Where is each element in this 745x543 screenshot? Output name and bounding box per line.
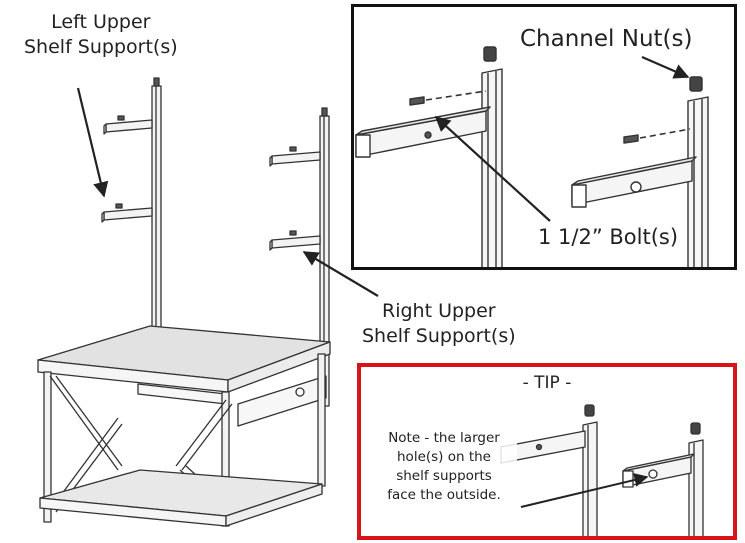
hardware-detail-drawing bbox=[355, 46, 709, 267]
bolt-right bbox=[623, 134, 639, 144]
callout-arrows bbox=[76, 87, 379, 297]
front-left-leg bbox=[43, 371, 52, 523]
hardware-detail-inset: Channel Nut(s) 1 1/2” Bolt(s) bbox=[351, 4, 737, 270]
left-upright bbox=[151, 77, 162, 363]
right-support-label-line2: Shelf Support(s) bbox=[362, 325, 516, 347]
bolt-label: 1 1/2” Bolt(s) bbox=[538, 224, 679, 250]
channel-nut-right bbox=[689, 76, 703, 92]
tip-note-line3: shelf supports bbox=[396, 468, 492, 484]
right-upper-shelf-support-top bbox=[269, 146, 321, 167]
right-upper-shelf-support-bottom bbox=[269, 230, 321, 251]
tip-note: Note - the larger hole(s) on the shelf s… bbox=[371, 429, 517, 505]
right-support-arrow bbox=[302, 251, 379, 297]
right-upper-shelf-support-label: Right Upper Shelf Support(s) bbox=[362, 299, 516, 349]
bottom-shelf bbox=[39, 469, 323, 527]
left-upper-shelf-support-top bbox=[103, 115, 153, 135]
workbench-top bbox=[37, 325, 331, 393]
channel-nut-left bbox=[483, 46, 497, 62]
tip-detail-drawing bbox=[500, 404, 704, 536]
tip-note-line4: face the outside. bbox=[387, 487, 501, 503]
left-upper-shelf-support-label: Left Upper Shelf Support(s) bbox=[24, 10, 178, 60]
left-support-arrow bbox=[76, 87, 109, 198]
tip-arrow bbox=[520, 473, 649, 508]
tip-note-line1: Note - the larger bbox=[388, 430, 500, 446]
back-right-leg bbox=[317, 353, 326, 487]
channel-nut-arrow bbox=[641, 55, 690, 79]
tip-title: - TIP - bbox=[522, 373, 572, 393]
tip-note-line2: hole(s) on the bbox=[397, 449, 491, 465]
bolt-left bbox=[409, 96, 425, 106]
left-support-label-line1: Left Upper bbox=[51, 11, 151, 33]
channel-nut-label: Channel Nut(s) bbox=[520, 26, 693, 52]
bolt-arrow bbox=[434, 115, 551, 222]
tip-box: - TIP - Note - the larger hole(s) on the… bbox=[357, 363, 737, 540]
right-support-label-line1: Right Upper bbox=[382, 300, 496, 322]
inset-callout-arrows bbox=[434, 55, 690, 222]
left-support-label-line2: Shelf Support(s) bbox=[24, 36, 178, 58]
left-upper-shelf-support-bottom bbox=[101, 203, 153, 223]
